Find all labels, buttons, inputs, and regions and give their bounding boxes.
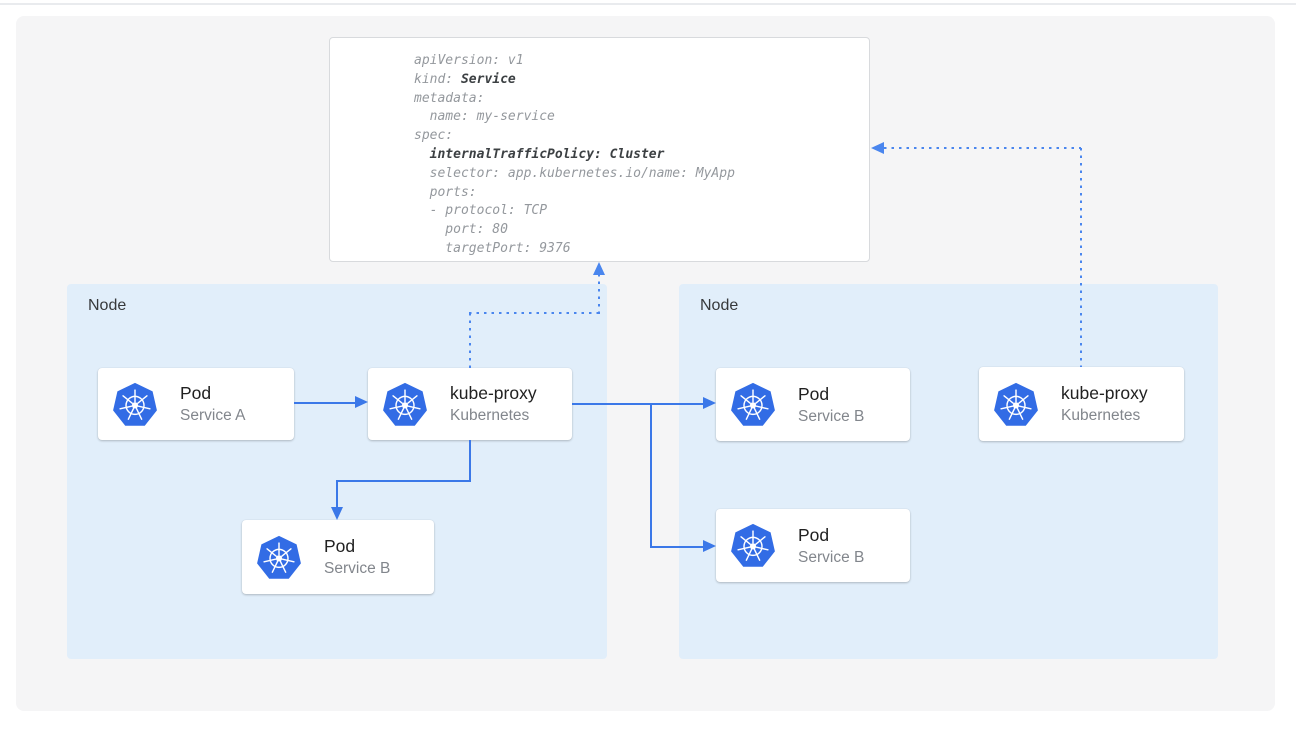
pod-service-b-right-top-card: Pod Service B [716, 368, 910, 441]
card-subtitle: Service B [798, 407, 865, 425]
node-box-right: Node [679, 284, 1218, 659]
top-divider-line [0, 3, 1296, 5]
node-label: Node [88, 297, 127, 314]
yaml-line: port: 80 [414, 222, 508, 238]
pod-service-a-card: Pod Service A [98, 368, 294, 440]
card-subtitle: Service B [798, 548, 865, 566]
card-title: kube-proxy [450, 383, 537, 403]
yaml-line: name: my-service [414, 109, 555, 125]
yaml-line: - protocol: TCP [414, 203, 548, 219]
dotted-left-horizontal [469, 312, 600, 314]
yaml-line: kind: Service [414, 71, 516, 87]
kubernetes-icon [730, 523, 776, 568]
arrowhead-right-icon [355, 396, 368, 408]
yaml-line: selector: app.kubernetes.io/name: MyApp [414, 165, 735, 181]
pod-service-b-right-bottom-card: Pod Service B [716, 509, 910, 582]
kubernetes-icon [112, 381, 158, 426]
card-subtitle: Service A [180, 407, 246, 424]
arrow-kubeproxy-to-podb-right-bottom [650, 546, 705, 548]
kubernetes-icon [730, 382, 776, 427]
dotted-right-horizontal [884, 147, 1081, 149]
yaml-line: apiVersion: v1 [414, 53, 524, 68]
service-yaml-code: apiVersion: v1 kind: Service metadata: n… [414, 52, 735, 259]
arrow-kubeproxy-down-segment [469, 440, 471, 482]
dotted-left-vertical-1 [469, 313, 471, 368]
arrowhead-down-icon [331, 507, 343, 520]
arrow-kubeproxy-to-podb-right-top [572, 403, 705, 405]
card-subtitle: Kubernetes [1061, 407, 1141, 424]
yaml-line: targetPort: 9376 [414, 240, 571, 256]
yaml-line: ports: [414, 184, 477, 200]
yaml-line: spec: [414, 128, 454, 144]
card-title: Pod [324, 536, 356, 556]
kubernetes-icon [382, 381, 428, 426]
kubernetes-icon [993, 381, 1039, 426]
card-subtitle: Service B [324, 560, 391, 577]
arrow-poda-to-kubeproxy [294, 402, 357, 404]
node-label: Node [700, 297, 739, 314]
arrowhead-right-icon [703, 540, 716, 552]
arrow-kubeproxy-left-segment [336, 480, 471, 482]
dotted-left-vertical-2 [598, 274, 600, 314]
card-title: Pod [180, 383, 212, 403]
arrowhead-right-icon [703, 397, 716, 409]
yaml-line: metadata: [414, 90, 485, 106]
card-subtitle: Kubernetes [450, 407, 530, 424]
arrow-branch-vertical [650, 404, 652, 548]
dotted-right-vertical [1080, 148, 1082, 367]
arrow-kubeproxy-to-podb-left [336, 482, 338, 509]
kube-proxy-right-card: kube-proxy Kubernetes [979, 367, 1184, 441]
service-yaml-box: apiVersion: v1 kind: Service metadata: n… [329, 37, 870, 262]
kubernetes-icon [256, 534, 302, 579]
arrowhead-left-icon [871, 142, 884, 154]
card-title: kube-proxy [1061, 383, 1148, 403]
node-box-left: Node [67, 284, 607, 659]
yaml-line: internalTrafficPolicy: Cluster [429, 146, 665, 162]
card-title: Pod [798, 524, 830, 545]
arrowhead-up-icon [593, 262, 605, 275]
kube-proxy-left-card: kube-proxy Kubernetes [368, 368, 572, 440]
card-title: Pod [798, 383, 830, 404]
pod-service-b-left-card: Pod Service B [242, 520, 434, 594]
